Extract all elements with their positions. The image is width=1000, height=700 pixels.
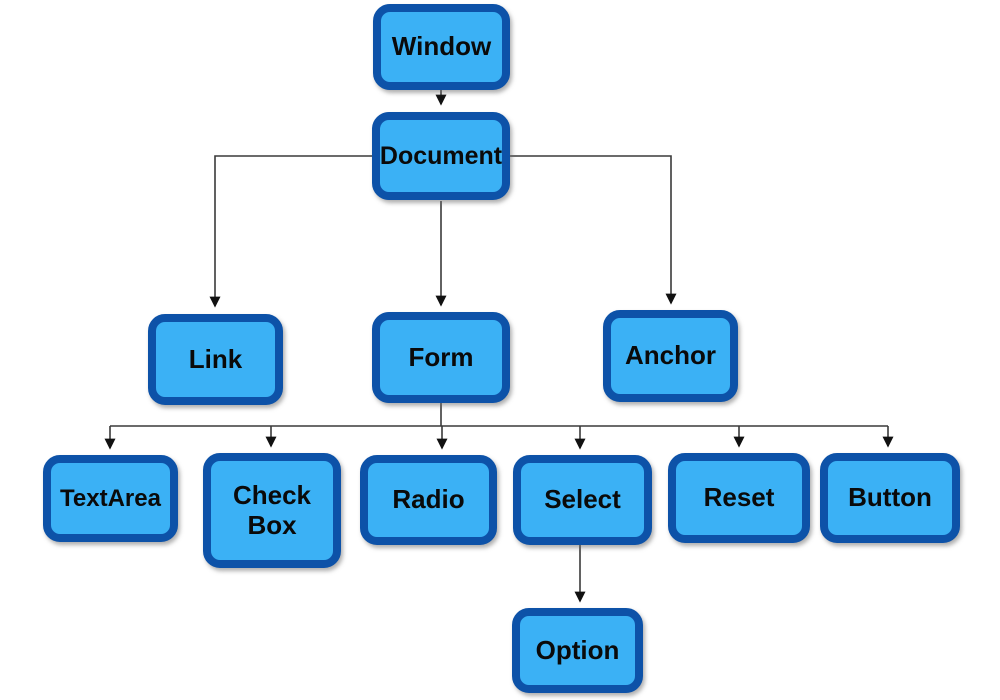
- node-radio: Radio: [360, 455, 497, 545]
- node-checkbox-label: Check Box: [232, 479, 312, 540]
- node-anchor: Anchor: [603, 310, 738, 402]
- node-button-label: Button: [848, 482, 932, 513]
- node-option-label: Option: [535, 634, 620, 665]
- node-button: Button: [820, 453, 960, 543]
- node-document-label: Document: [379, 141, 503, 170]
- node-option: Option: [512, 608, 643, 693]
- node-select-label: Select: [544, 484, 621, 515]
- node-reset: Reset: [668, 453, 810, 543]
- node-textarea: TextArea: [43, 455, 178, 542]
- node-link: Link: [148, 314, 283, 405]
- node-textarea-label: TextArea: [60, 484, 161, 512]
- edge-document-link: [209, 155, 372, 308]
- node-window: Window: [373, 4, 510, 90]
- node-anchor-label: Anchor: [625, 340, 716, 371]
- node-document: Document: [372, 112, 510, 200]
- node-form: Form: [372, 312, 510, 403]
- node-checkbox: Check Box: [203, 453, 341, 568]
- node-link-label: Link: [188, 343, 243, 374]
- node-radio-label: Radio: [392, 484, 465, 515]
- node-reset-label: Reset: [703, 482, 775, 513]
- node-window-label: Window: [391, 31, 492, 62]
- node-select: Select: [513, 455, 652, 545]
- node-form-label: Form: [408, 341, 474, 372]
- edge-document-anchor: [510, 155, 677, 305]
